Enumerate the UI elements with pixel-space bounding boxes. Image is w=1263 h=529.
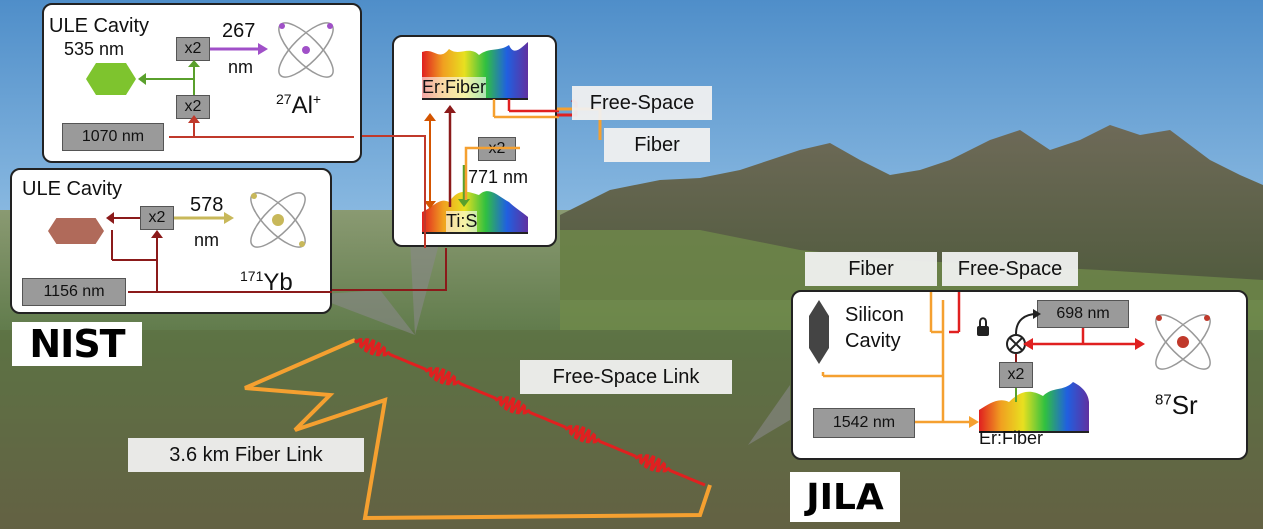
source-1156: 1156 nm bbox=[22, 278, 126, 306]
nist-logo: NIST bbox=[12, 322, 142, 366]
fiber-link-label: 3.6 km Fiber Link bbox=[128, 438, 364, 472]
jila-logo: JILA bbox=[790, 472, 900, 522]
wavelength-535: 535 nm bbox=[64, 39, 125, 59]
unit-578: nm bbox=[194, 230, 220, 250]
fiber-link-path bbox=[244, 338, 712, 521]
sr-atom-label: 87Sr bbox=[1155, 390, 1198, 420]
ule-cavity-title: ULE Cavity bbox=[49, 15, 150, 37]
callout-wedge-jila bbox=[748, 385, 790, 445]
silicon-cavity-line1: Silicon bbox=[845, 304, 904, 326]
wavelength-771: 771 nm bbox=[468, 167, 529, 187]
yb-clock-panel: ULE Cavity x2 578 nm 1156 nm 171Yb bbox=[10, 168, 332, 314]
al-panel-beams bbox=[138, 43, 354, 138]
jila-free-space-label: Free-Space bbox=[942, 252, 1078, 286]
cavity-yb-icon bbox=[48, 218, 104, 244]
er-fiber-label-nist: Er:Fiber bbox=[422, 77, 487, 98]
doubler-sr: x2 bbox=[999, 362, 1033, 388]
doubler-upper: x2 bbox=[176, 37, 210, 61]
cavity-535-icon bbox=[86, 63, 136, 95]
sr-panel-beams bbox=[821, 292, 1145, 433]
source-1070: 1070 nm bbox=[62, 123, 164, 151]
wavelength-267: 267 bbox=[222, 20, 256, 42]
yb-panel-beams bbox=[106, 212, 332, 293]
callout-wedge-nist bbox=[310, 290, 415, 335]
silicon-cavity-icon bbox=[809, 300, 829, 364]
free-space-link-label: Free-Space Link bbox=[520, 360, 732, 394]
yb-atom-label: 171Yb bbox=[240, 268, 293, 296]
laser-698: 698 nm bbox=[1037, 300, 1129, 328]
al-atom-icon bbox=[278, 22, 334, 78]
sr-atom-icon bbox=[1155, 314, 1211, 370]
wavelength-578: 578 bbox=[190, 194, 224, 216]
callout-wedge-comb bbox=[410, 240, 440, 335]
nist-fiber-label: Fiber bbox=[604, 128, 710, 162]
comb-panel: Er:Fiber x2 771 nm Ti:S bbox=[392, 35, 559, 247]
al-clock-panel: ULE Cavity 535 nm x2 x2 267 nm 1070 nm 2… bbox=[42, 3, 362, 163]
jila-fiber-label: Fiber bbox=[805, 252, 937, 286]
nist-free-space-label: Free-Space bbox=[572, 86, 712, 120]
silicon-cavity-line2: Cavity bbox=[845, 330, 901, 352]
free-space-link-path bbox=[353, 337, 706, 487]
ule-cavity-title-yb: ULE Cavity bbox=[22, 178, 123, 200]
ti-s-label: Ti:S bbox=[446, 211, 478, 232]
source-1542: 1542 nm bbox=[813, 408, 915, 438]
yb-atom-icon bbox=[250, 192, 306, 248]
er-fiber-label-jila: Er:Fiber bbox=[979, 428, 1044, 448]
doubler-yb: x2 bbox=[140, 206, 174, 230]
al-atom-label: 27Al+ bbox=[276, 91, 322, 119]
sr-clock-panel: Silicon Cavity 698 nm x2 1542 nm Er:Fibe… bbox=[791, 290, 1248, 460]
unit-267: nm bbox=[228, 57, 254, 77]
